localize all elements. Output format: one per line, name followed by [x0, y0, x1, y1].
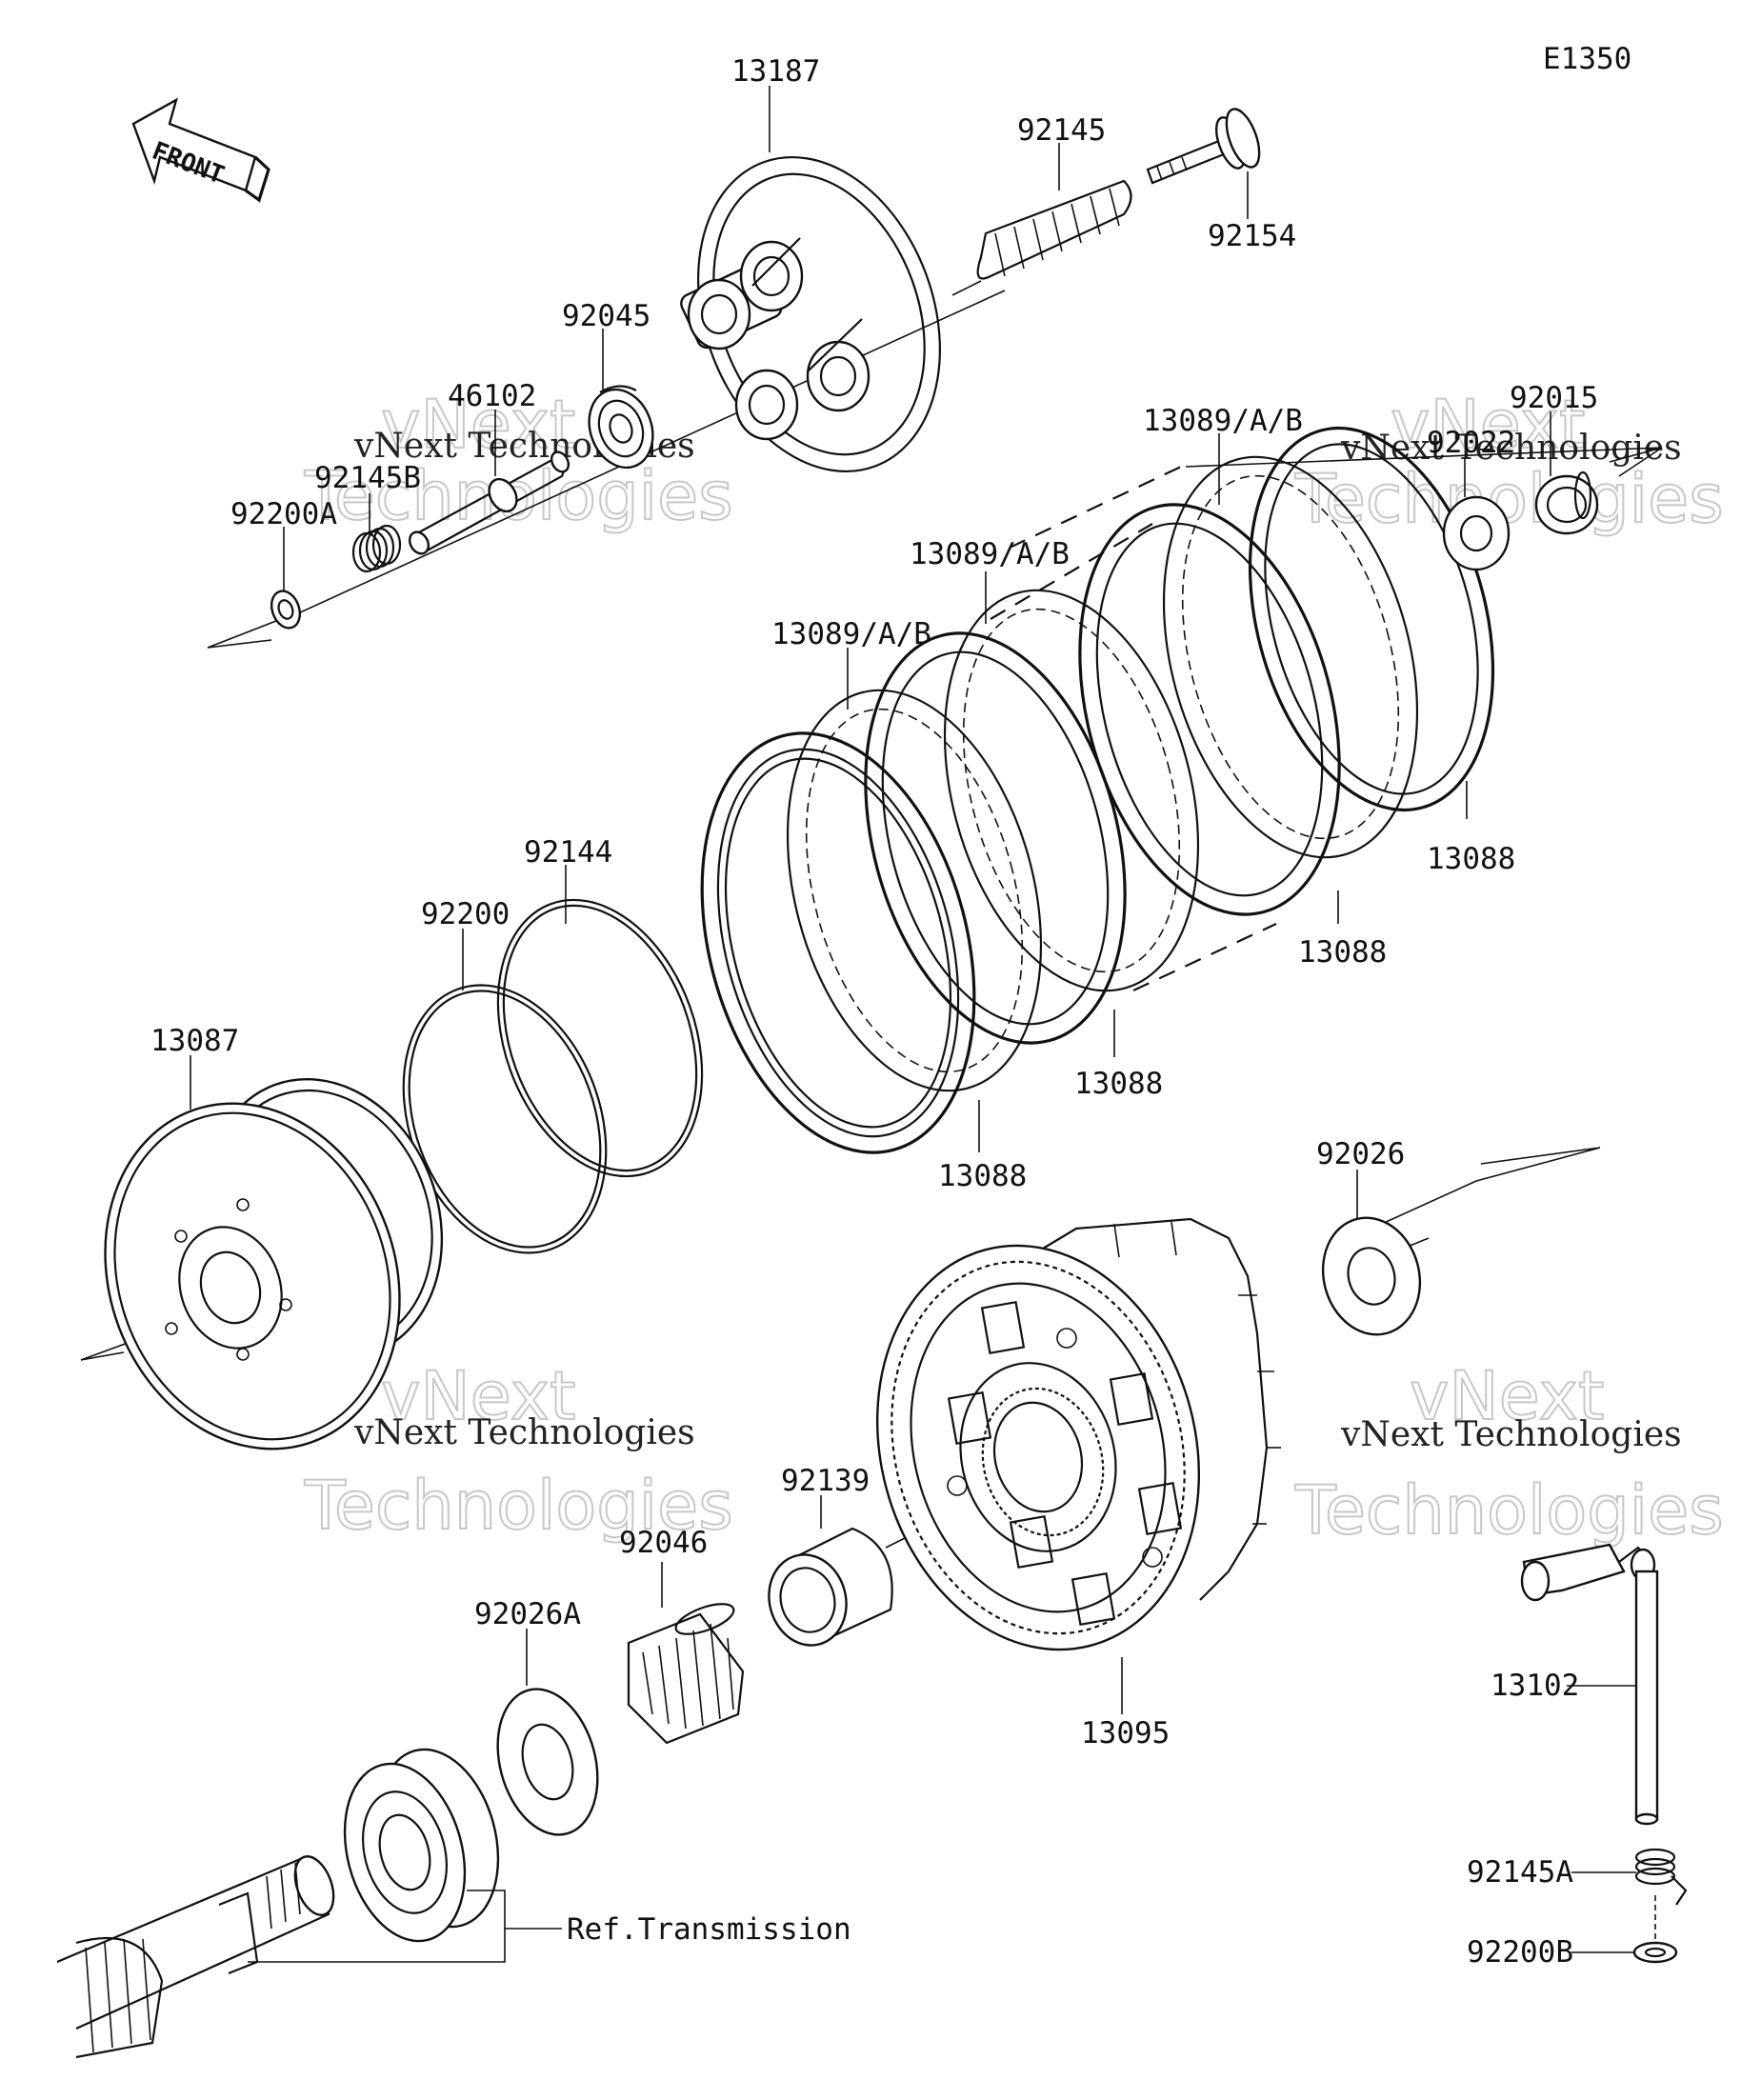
watermark-text: vNext: [381, 1357, 576, 1435]
steel-plate-13089-2[interactable]: [904, 562, 1240, 1019]
diagram-code: E1350: [1543, 42, 1631, 76]
label-ref-transmission: Ref.Transmission: [567, 1912, 851, 1947]
label-92154: 92154: [1208, 219, 1296, 253]
watermark-text: vNext Technologies: [353, 1413, 695, 1452]
spring-92145a[interactable]: [1634, 1848, 1688, 1906]
front-arrow-icon: FRONT: [131, 97, 270, 203]
watermark-bottom-right: vNext Technologies vNext Technologies: [1293, 1356, 1725, 1550]
watermark-text: vNext: [381, 386, 576, 464]
pressure-plate-13187[interactable]: [656, 123, 982, 506]
friction-plate-13088-4[interactable]: [1211, 401, 1532, 837]
push-rod-46102[interactable]: [406, 449, 571, 556]
label-13088-d: 13088: [1427, 842, 1515, 876]
washer-92200b[interactable]: [1632, 1941, 1678, 1964]
label-13089-c: 13089/A/B: [1143, 404, 1303, 438]
label-13102: 13102: [1491, 1669, 1579, 1703]
steel-plate-13089-1[interactable]: [747, 662, 1083, 1119]
label-92139: 92139: [781, 1464, 870, 1498]
watermark-text: vNext: [1410, 1357, 1605, 1435]
label-92145b: 92145B: [314, 461, 421, 495]
needle-bearing-92046[interactable]: [627, 1598, 745, 1745]
label-92026a: 92026A: [474, 1597, 581, 1631]
label-92144: 92144: [524, 835, 612, 870]
watermark-text: Technologies: [1294, 1471, 1724, 1550]
watermark-bottom-left: vNext Technologies vNext Technologies: [303, 1356, 734, 1546]
label-46102: 46102: [448, 379, 536, 413]
label-92046: 92046: [619, 1526, 708, 1560]
label-13187: 13187: [731, 54, 820, 89]
label-92145a: 92145A: [1467, 1855, 1573, 1890]
bolt-92154[interactable]: [1146, 105, 1266, 185]
nut-92015[interactable]: [1534, 470, 1599, 535]
label-13089-a: 13089/A/B: [771, 617, 931, 651]
washer-92022[interactable]: [1442, 495, 1511, 571]
washer-92026a[interactable]: [483, 1678, 613, 1847]
label-13095: 13095: [1081, 1716, 1170, 1750]
bearing-92045[interactable]: [579, 381, 664, 477]
friction-plate-13088-2[interactable]: [823, 604, 1167, 1071]
watermark-text: Technologies: [304, 457, 733, 535]
sleeve-92139[interactable]: [759, 1527, 893, 1654]
label-92026: 92026: [1316, 1137, 1405, 1171]
label-13088-b: 13088: [1074, 1067, 1163, 1101]
label-92015: 92015: [1510, 381, 1598, 415]
steel-plate-13089-3[interactable]: [1123, 429, 1459, 886]
clutch-housing-13095[interactable]: [833, 1210, 1281, 1687]
watermark-text: Technologies: [304, 1467, 733, 1545]
transmission-shaft[interactable]: [56, 1851, 341, 2059]
spring-92145b[interactable]: [351, 524, 402, 573]
label-92200b: 92200B: [1467, 1935, 1573, 1970]
label-13089-b: 13089/A/B: [910, 537, 1070, 571]
label-92045: 92045: [562, 299, 650, 333]
ball-bearing-transmission[interactable]: [326, 1736, 516, 1955]
friction-plate-13088-3[interactable]: [1037, 475, 1381, 943]
label-92145: 92145: [1017, 113, 1106, 148]
label-92200: 92200: [421, 897, 510, 931]
label-92200a: 92200A: [230, 497, 337, 531]
clutch-hub-13087[interactable]: [58, 1046, 480, 1490]
label-13088-c: 13088: [1298, 935, 1387, 970]
watermark-text: vNext Technologies: [1340, 429, 1682, 468]
watermark-text: vNext Technologies: [1340, 1415, 1682, 1454]
label-92022: 92022: [1427, 426, 1515, 460]
washer-92200a[interactable]: [267, 587, 305, 631]
label-13088-a: 13088: [938, 1159, 1027, 1193]
label-13087: 13087: [150, 1024, 239, 1058]
spring-92145[interactable]: [951, 179, 1132, 296]
ring-92144[interactable]: [462, 871, 739, 1205]
release-shaft-13102[interactable]: [1520, 1543, 1659, 1826]
friction-plate-13088-1[interactable]: [658, 703, 1017, 1184]
washer-92026[interactable]: [1311, 1207, 1433, 1346]
